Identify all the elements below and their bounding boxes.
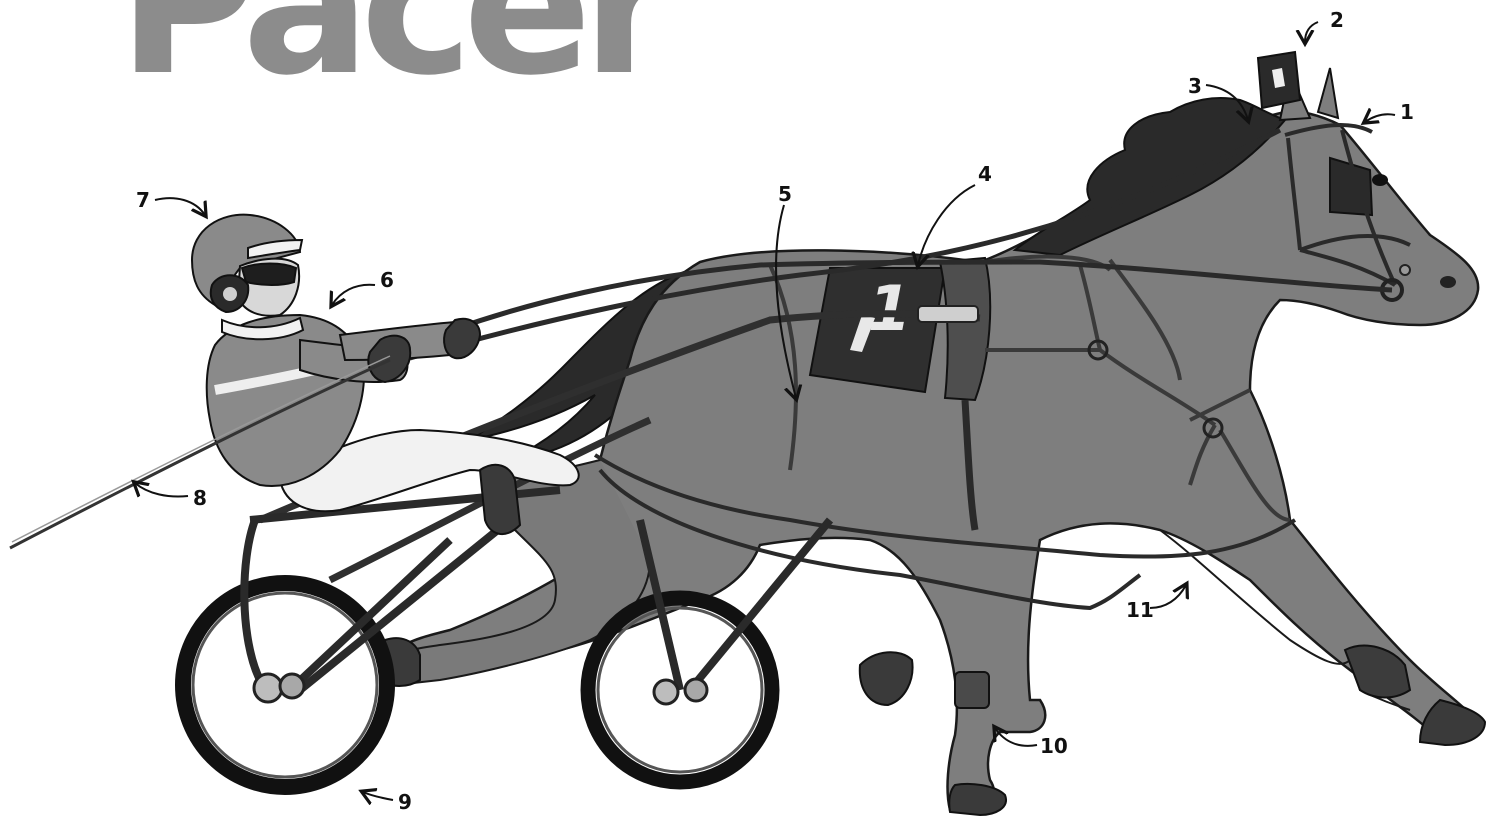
callout-3: 3 — [1188, 76, 1202, 96]
horse-hoof-rear — [949, 784, 1006, 815]
callout-1: 1 — [1400, 102, 1414, 122]
driver-goggles — [242, 264, 296, 286]
horse-nostril — [1440, 276, 1456, 288]
horse-hoof-left — [860, 652, 913, 705]
callout-11: 11 — [1126, 600, 1154, 620]
driver-glove-right — [444, 319, 480, 358]
callout-9: 9 — [398, 792, 412, 812]
horse-eye — [1372, 174, 1388, 186]
callout-5: 5 — [778, 184, 792, 204]
horse-ear-back — [1318, 68, 1338, 118]
callout-2: 2 — [1330, 10, 1344, 30]
callout-6: 6 — [380, 270, 394, 290]
callout-4: 4 — [978, 164, 992, 184]
horse-leg-boot — [955, 672, 989, 708]
callout-8: 8 — [193, 488, 207, 508]
saddle-pad-number: 1 — [868, 272, 911, 345]
callout-10: 10 — [1040, 736, 1068, 756]
callout-7: 7 — [136, 190, 150, 210]
driver-boot — [480, 465, 520, 534]
harness-saddle — [940, 258, 990, 400]
